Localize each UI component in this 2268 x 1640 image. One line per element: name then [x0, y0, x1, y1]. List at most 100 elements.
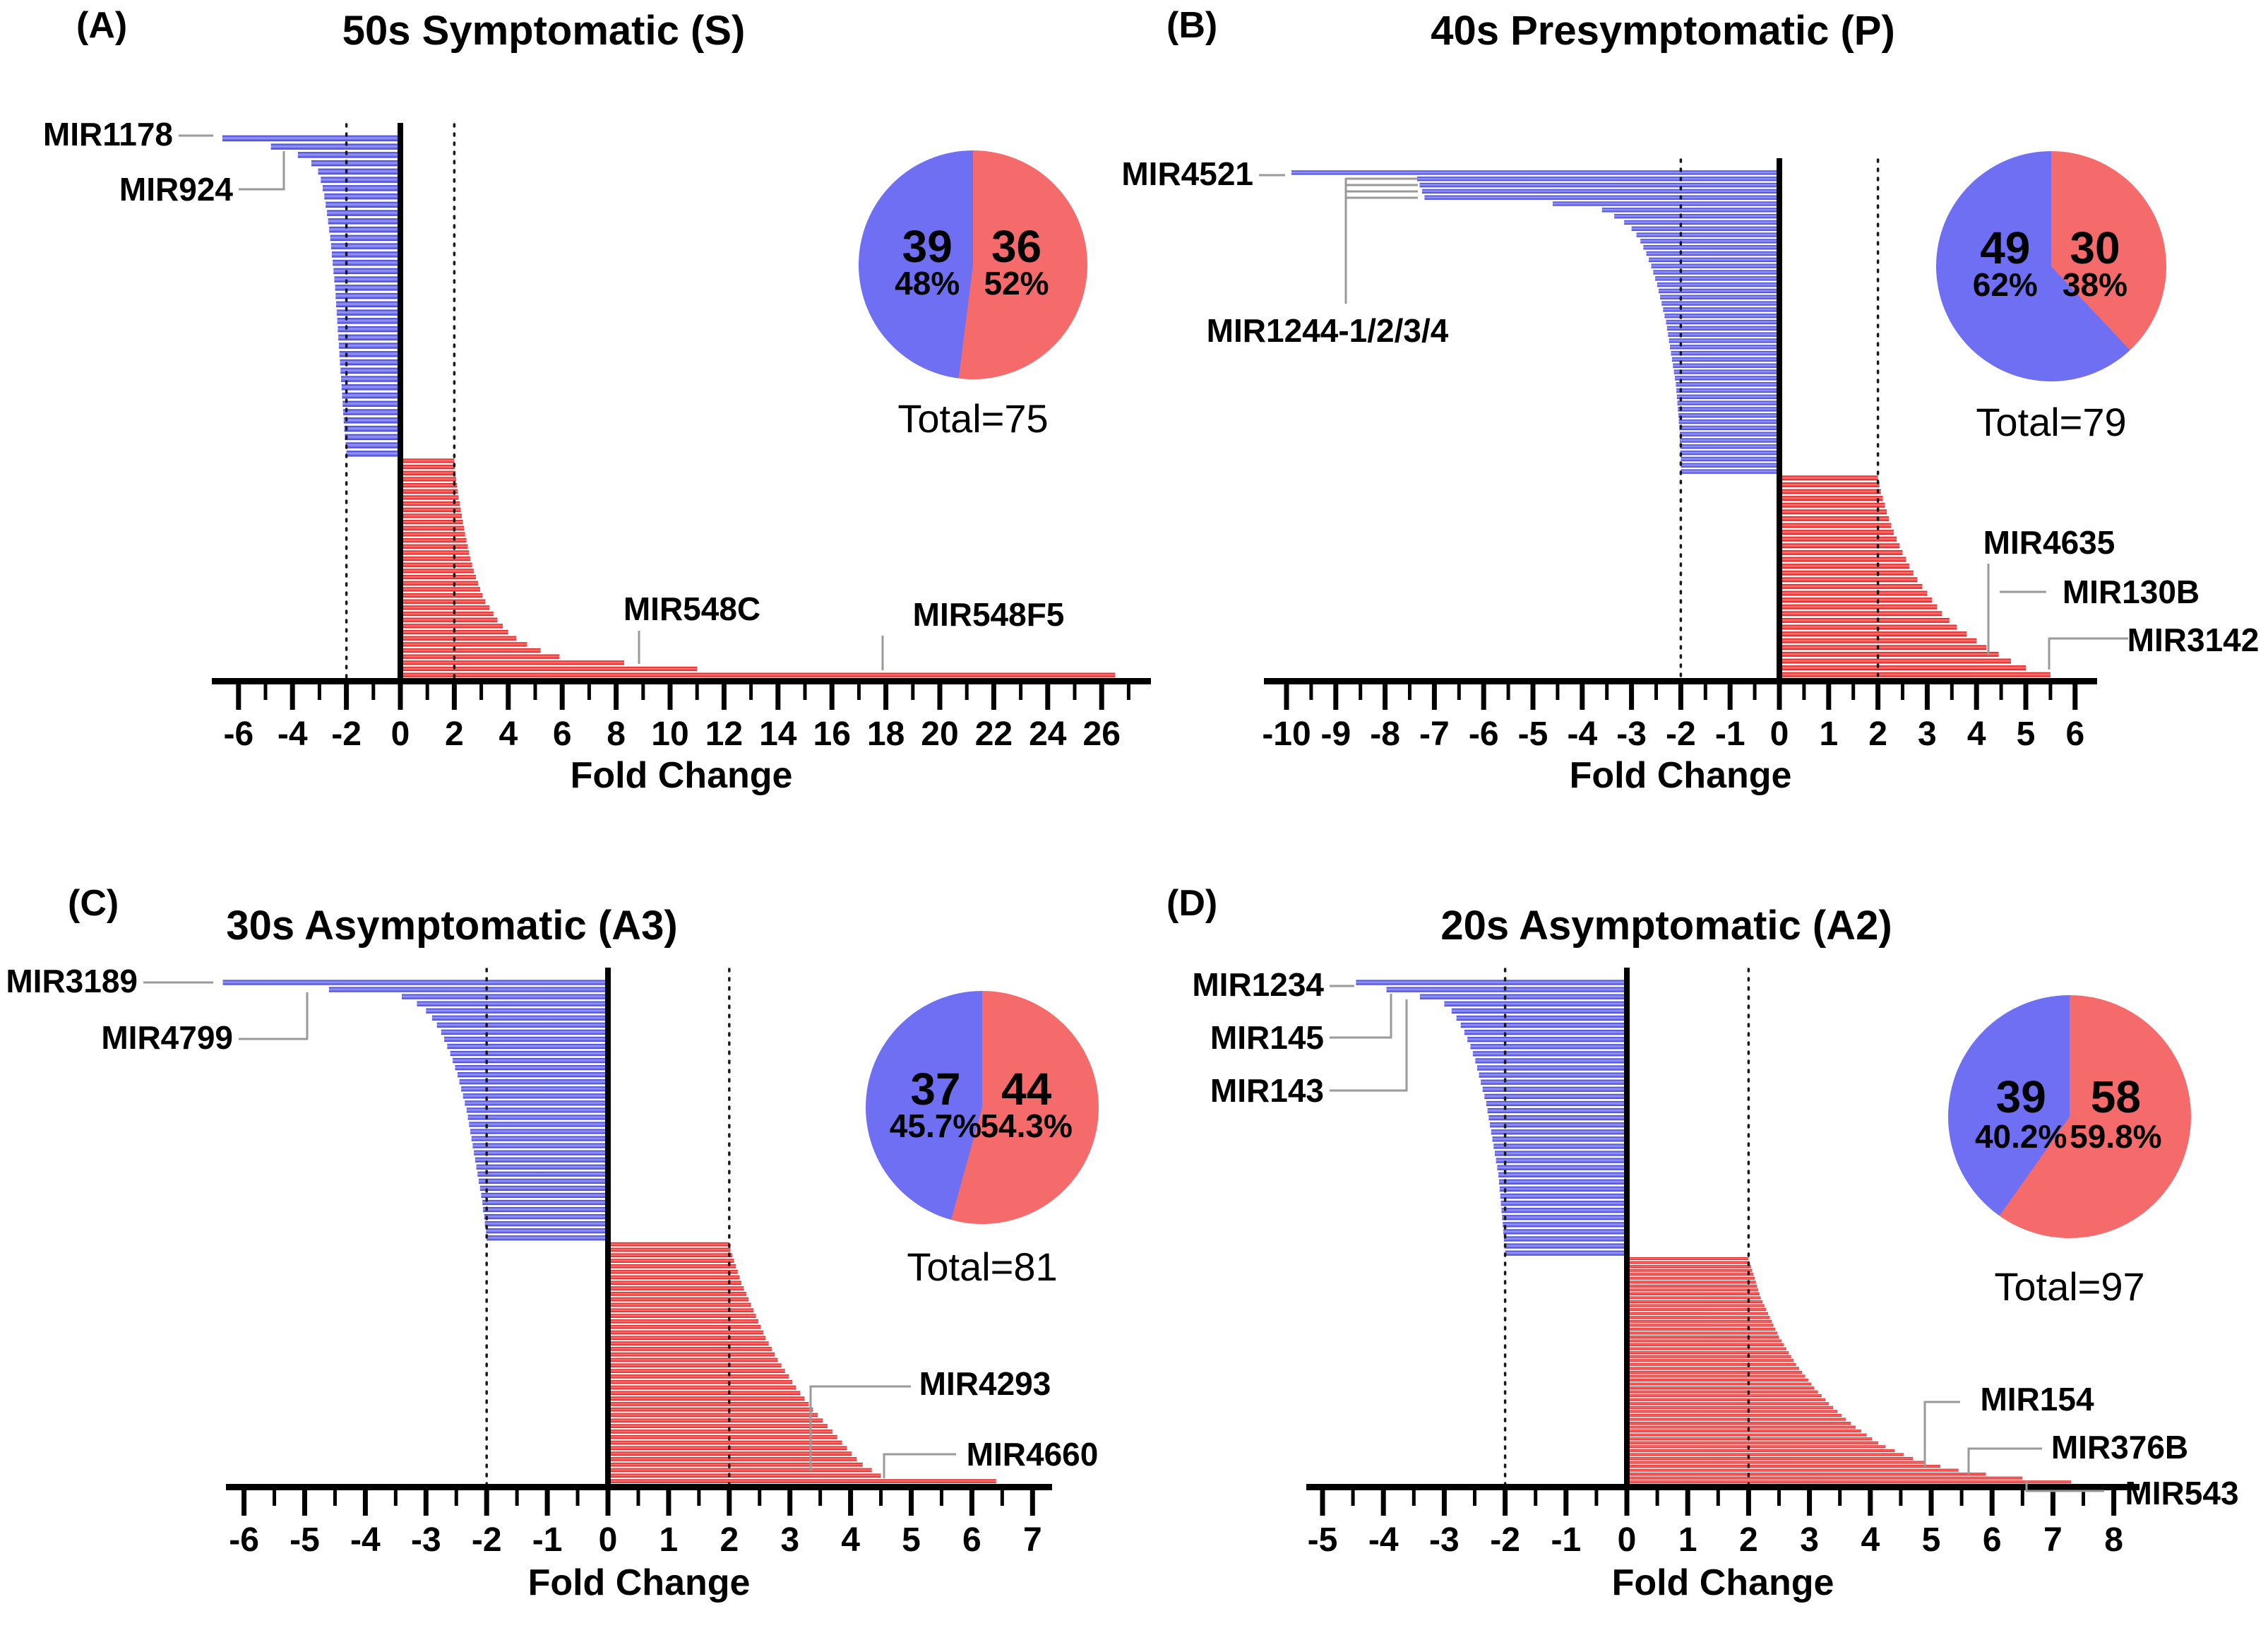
bar-down	[297, 152, 400, 158]
bar-down	[1680, 438, 1779, 443]
minor-tick	[641, 684, 645, 700]
minor-tick	[1457, 684, 1461, 700]
bars-upregulated	[1781, 475, 2051, 677]
minor-tick	[333, 1490, 337, 1506]
bars-upregulated	[609, 1242, 996, 1483]
major-tick	[1678, 684, 1683, 710]
bar-up	[402, 532, 465, 537]
bar-down	[222, 135, 400, 142]
bar-down	[1444, 1001, 1627, 1006]
bar-up	[1781, 570, 1914, 576]
bar-up	[609, 1451, 852, 1456]
bar-up	[1781, 502, 1885, 508]
bar-down	[486, 1228, 608, 1234]
major-tick	[1807, 1490, 1813, 1516]
bar-down	[1676, 381, 1779, 387]
bar-up	[609, 1407, 813, 1412]
bar-down	[335, 285, 400, 291]
bar-up	[402, 599, 486, 604]
bar-down	[330, 234, 400, 242]
bar-up	[1628, 1410, 1838, 1413]
bar-down	[1493, 1143, 1627, 1149]
tick-label: 8	[2104, 1521, 2123, 1559]
bar-down	[1490, 1122, 1627, 1128]
bar-up	[1628, 1441, 1879, 1444]
annotation-label: MIR154	[1980, 1381, 2094, 1418]
bar-up	[1628, 1355, 1791, 1358]
minor-tick	[1411, 1490, 1416, 1506]
bar-up	[402, 544, 468, 549]
major-tick	[1383, 684, 1388, 710]
bar-down	[1291, 170, 1779, 175]
bar-down	[481, 1192, 608, 1199]
pie-count-up: 58	[2090, 1071, 2141, 1123]
minor-tick	[515, 1490, 519, 1506]
tick-label: 0	[391, 715, 410, 753]
bar-down	[1624, 220, 1779, 225]
bar-down	[1680, 450, 1779, 456]
bar-down	[345, 434, 400, 441]
bar-down	[1649, 257, 1779, 263]
pie-pct-down: 45.7%	[889, 1107, 982, 1145]
major-tick	[1629, 684, 1635, 710]
bar-down	[1614, 213, 1779, 219]
bar-down	[1658, 288, 1779, 294]
bar-down	[483, 1206, 608, 1213]
bar-up	[609, 1247, 731, 1252]
minor-tick	[697, 1490, 701, 1506]
bar-up	[1781, 665, 2026, 671]
pie-pct-down: 62%	[1972, 266, 2038, 304]
annotation-label: MIR130B	[2062, 574, 2200, 610]
bar-up	[609, 1430, 832, 1434]
pie-total: Total=97	[1994, 1264, 2145, 1309]
major-tick	[398, 684, 403, 710]
minor-tick	[1777, 1490, 1781, 1506]
major-tick	[1530, 684, 1536, 710]
minor-tick	[818, 1490, 823, 1506]
tick-label: 6	[2065, 715, 2084, 753]
bar-up	[1781, 549, 1903, 555]
bar-down	[1467, 1037, 1627, 1042]
tick-label: 26	[1083, 715, 1121, 753]
minor-tick	[2020, 1490, 2024, 1506]
bar-down	[1451, 1008, 1627, 1014]
bar-up	[609, 1302, 751, 1307]
minor-tick	[2082, 1490, 2085, 1506]
bar-down	[337, 318, 400, 324]
major-tick	[1099, 684, 1104, 710]
tick-label: 10	[651, 715, 688, 753]
bar-up	[402, 550, 470, 555]
pie-pct-down: 48%	[895, 264, 960, 302]
tick-label: -4	[350, 1521, 381, 1559]
bar-up	[609, 1363, 782, 1368]
bar-up	[1628, 1362, 1796, 1366]
bar-down	[1486, 1100, 1627, 1107]
panel-letter: (C)	[68, 883, 119, 924]
bar-up	[1628, 1382, 1812, 1386]
major-tick	[2023, 684, 2029, 710]
bar-down	[1456, 1015, 1627, 1021]
bar-down	[472, 1143, 608, 1148]
bar-down	[479, 1178, 608, 1184]
bar-down	[322, 185, 400, 191]
annotation-label: MIR376B	[2051, 1429, 2189, 1466]
bar-up	[1781, 509, 1887, 515]
tick-label: -2	[472, 1521, 502, 1559]
bar-down	[417, 1001, 608, 1006]
major-tick	[1745, 1490, 1751, 1516]
bar-up	[1781, 645, 1987, 650]
panel-letter: (B)	[1166, 5, 1218, 46]
bar-up	[1628, 1339, 1781, 1343]
minor-tick	[1073, 684, 1077, 700]
bar-down	[1601, 208, 1779, 213]
tick-label: 3	[1800, 1521, 1819, 1559]
bar-up	[609, 1336, 766, 1341]
bar-up	[1628, 1351, 1789, 1355]
